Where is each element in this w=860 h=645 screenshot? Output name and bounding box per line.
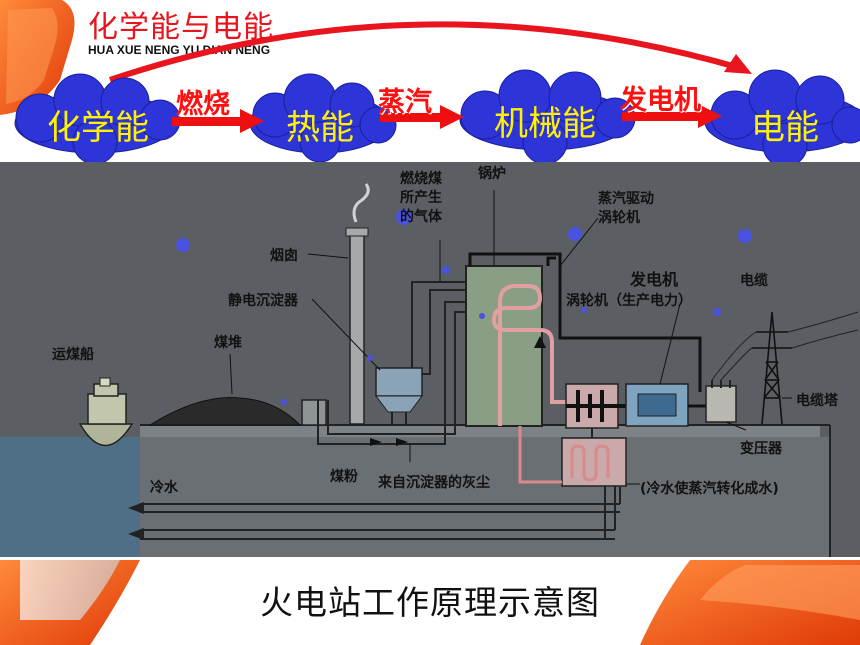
label-turbine-drive-1: 蒸汽驱动 [598,191,654,207]
coal-pile [148,397,302,426]
power-station-diagram [0,162,860,557]
label-ash: 来自沉淀器的灰尘 [378,475,490,491]
label-condenser: (冷水使蒸汽转化成水) [640,481,779,497]
flow-arrow-2 [380,105,464,129]
label-coal-ship: 运煤船 [52,347,94,363]
label-turbine-power: 涡轮机（生产电力） [566,293,692,309]
label-flue-gas-1: 燃烧煤 [400,171,442,187]
curved-arrow [109,21,752,83]
transformer-shape [705,380,737,423]
flow-clouds [14,69,860,168]
chimney-shape [345,183,370,425]
label-precipitator: 静电沉淀器 [228,293,298,309]
decor-swoosh-topleft-inner [6,8,58,104]
flow-step-burn: 燃烧 [176,89,230,120]
steam-coil [491,284,570,426]
label-turbine-drive-2: 涡轮机 [598,210,640,226]
decor-swoosh-bottomleft-gray [20,560,120,620]
flow-node-mechanical: 机械能 [494,104,596,144]
coal-ship [78,377,134,447]
decor-swoosh-bottomright-inner [700,565,860,620]
flow-arrow-1 [172,109,264,133]
label-cable-tower: 电缆塔 [796,393,838,409]
label-chimney: 烟囱 [270,248,298,264]
flow-step-steam: 蒸汽 [378,87,432,118]
cloud-chemical [14,73,181,165]
flow-node-electric: 电能 [751,108,819,148]
flow-step-generator: 发电机 [620,85,701,116]
water [0,437,150,557]
label-cable: 电缆 [740,273,768,289]
flow-node-heat: 热能 [286,108,354,148]
conveyor [301,399,327,426]
label-coal-powder: 煤粉 [330,469,358,485]
channel [140,437,830,557]
label-coal-pile: 煤堆 [214,335,242,351]
label-generator: 发电机 [630,270,679,289]
ground [140,425,820,437]
cable-tower-shape [752,311,792,425]
label-transformer: 变压器 [740,441,782,457]
header-title: 化学能与电能 [88,10,274,45]
label-flue-gas-3: 的气体 [400,209,442,225]
flow-arrow-3 [622,104,722,128]
label-boiler: 锅炉 [478,166,506,182]
cloud-heat [249,73,397,163]
cloud-electric [704,69,860,168]
label-flue-gas-2: 所产生 [400,190,442,206]
precipitator-shape [375,367,423,424]
cloud-mechanical [459,69,636,165]
diagram-caption: 火电站工作原理示意图 [260,583,600,622]
flow-node-chemical: 化学能 [47,108,149,148]
label-cold-water: 冷水 [150,480,178,496]
